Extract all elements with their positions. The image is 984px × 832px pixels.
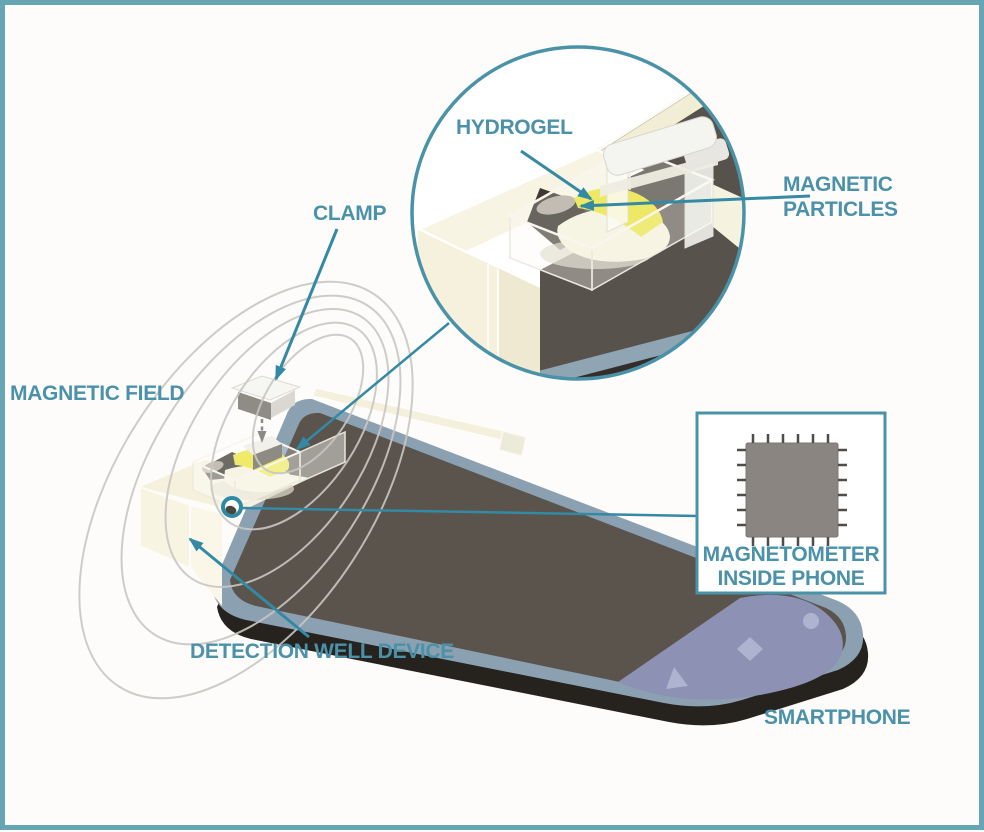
- marker-inner-dark: [225, 505, 237, 515]
- magnetic-field-lines: [78, 280, 414, 700]
- bracket-pane: [299, 430, 346, 484]
- clamp-label: CLAMP: [313, 202, 386, 225]
- clamp-face-gray: [238, 392, 271, 420]
- device-edge-highlights: [139, 486, 223, 567]
- inset-slab-top: [417, 148, 645, 254]
- magnetometer-callout: MAGNETOMETER INSIDE PHONE: [695, 411, 887, 595]
- inset-to-well-leader: [295, 322, 450, 451]
- inset-clamp-bar: [603, 116, 717, 176]
- clamp-face-light: [271, 390, 295, 418]
- inset-gantry-right-leg: [684, 161, 714, 249]
- magnetic-field-label: MAGNETIC FIELD: [10, 382, 184, 405]
- detection-well-device-illustration: [139, 375, 346, 606]
- magnetometer-label-line2: INSIDE PHONE: [718, 567, 865, 590]
- magnetometer-chip: [745, 442, 839, 538]
- inset-circle-border: [410, 45, 746, 381]
- magnetometer-label-line1: MAGNETOMETER: [703, 543, 880, 566]
- clamp-cap: [230, 375, 302, 401]
- magnetometer-chip-pins: [737, 434, 847, 546]
- smartphone-label: SMARTPHONE: [764, 706, 911, 729]
- inset-slab-edges: [487, 264, 499, 379]
- clamp-arrow: [274, 228, 339, 381]
- magnetic-particles-leader: [579, 194, 811, 211]
- field-line: [164, 308, 390, 588]
- inset-clamp: [603, 116, 730, 176]
- field-line: [120, 294, 402, 646]
- detection-well-arrow: [188, 537, 310, 639]
- field-line: [251, 333, 365, 475]
- inset-cap-gray: [536, 195, 576, 215]
- hydrogel-arrow: [520, 149, 593, 201]
- inset-slab-front-right: [498, 268, 540, 379]
- phone-screen: [230, 412, 847, 696]
- inset-slab-right-wedge: [712, 184, 744, 262]
- inset-rail-highlight: [582, 83, 702, 162]
- marker-to-box-leader: [242, 506, 698, 518]
- smartphone-illustration: [212, 387, 869, 726]
- device-front-right-face: [190, 505, 222, 606]
- field-line: [78, 280, 414, 700]
- field-line: [210, 321, 378, 531]
- hydrogel-label: HYDROGEL: [456, 116, 573, 139]
- nav-back-triangle-icon: [666, 667, 688, 689]
- nav-square-icon: [737, 637, 763, 661]
- inset-phone-rim-stripe: [450, 316, 744, 379]
- magnetic-particles-label-line2: PARTICLES: [783, 198, 898, 221]
- detection-well-device-label: DETECTION WELL DEVICE: [190, 640, 454, 663]
- phone-edge-rail-cap: [498, 430, 527, 457]
- nav-home-circle-icon: [803, 613, 819, 629]
- magnetic-particles-label-line1: MAGNETIC: [783, 173, 893, 196]
- phone-edge-rail: [310, 387, 520, 444]
